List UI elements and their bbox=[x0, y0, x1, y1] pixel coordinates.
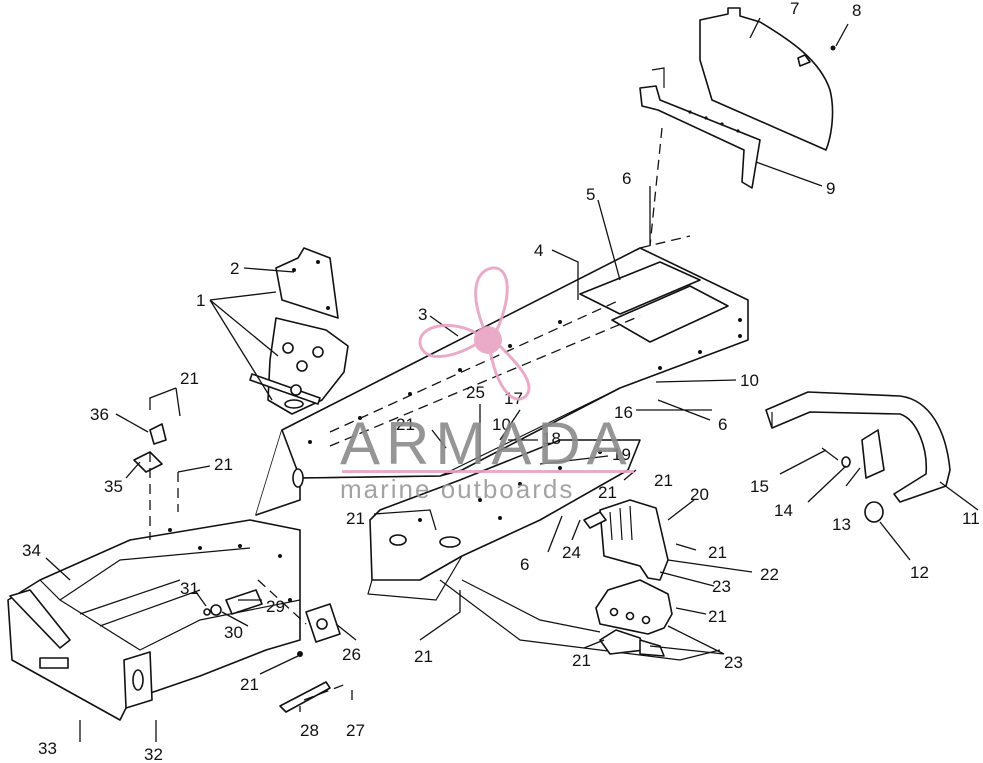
callout-21: 21 bbox=[214, 455, 233, 474]
callout-27: 27 bbox=[346, 721, 365, 740]
callout-6: 6 bbox=[718, 415, 727, 434]
callout-2: 2 bbox=[230, 259, 239, 278]
callout-6: 6 bbox=[520, 555, 529, 574]
callout-11: 11 bbox=[962, 509, 980, 528]
callout-3: 3 bbox=[418, 305, 427, 324]
part-side-panel bbox=[583, 499, 669, 581]
part-front-bracket bbox=[249, 247, 349, 415]
callout-21: 21 bbox=[346, 509, 365, 528]
part-bumper-hardware bbox=[821, 429, 885, 523]
callout-16: 16 bbox=[614, 403, 633, 422]
callout-10: 10 bbox=[740, 371, 759, 390]
callout-21: 21 bbox=[654, 471, 673, 490]
callout-21: 21 bbox=[598, 483, 617, 502]
callout-15: 15 bbox=[750, 477, 769, 496]
callout-23: 23 bbox=[724, 653, 743, 672]
watermark-tagline: marine outboards bbox=[340, 474, 574, 504]
part-front-bulkhead bbox=[7, 519, 301, 721]
callout-29: 29 bbox=[266, 597, 285, 616]
callout-12: 12 bbox=[910, 563, 929, 582]
callout-25: 25 bbox=[466, 383, 485, 402]
callout-23: 23 bbox=[712, 577, 731, 596]
callout-19: 19 bbox=[612, 445, 631, 464]
callout-26: 26 bbox=[342, 645, 361, 664]
watermark-underline bbox=[342, 470, 634, 473]
callout-14: 14 bbox=[774, 501, 793, 520]
callout-4: 4 bbox=[534, 241, 543, 260]
callout-13: 13 bbox=[832, 515, 851, 534]
callout-24: 24 bbox=[562, 543, 581, 562]
callout-7: 7 bbox=[790, 0, 799, 18]
watermark-brand: ARMADA bbox=[340, 410, 633, 477]
watermark: ARMADA marine outboards bbox=[340, 266, 634, 504]
part-small-hardware bbox=[133, 423, 341, 713]
part-center-frame bbox=[367, 439, 721, 661]
callout-35: 35 bbox=[104, 477, 123, 496]
callout-32: 32 bbox=[144, 745, 163, 763]
callout-21: 21 bbox=[708, 607, 727, 626]
callout-34: 34 bbox=[22, 541, 41, 560]
callout-21: 21 bbox=[180, 369, 199, 388]
part-rear-bracket bbox=[639, 67, 761, 189]
callout-10: 10 bbox=[492, 415, 511, 434]
callout-21: 21 bbox=[240, 675, 259, 694]
leader-lines bbox=[45, 17, 979, 742]
callout-21: 21 bbox=[414, 647, 433, 666]
propeller-icon bbox=[418, 266, 531, 401]
callout-31: 31 bbox=[180, 579, 199, 598]
part-flap bbox=[699, 7, 836, 151]
callout-1: 1 bbox=[196, 291, 205, 310]
callout-21: 21 bbox=[708, 543, 727, 562]
callout-5: 5 bbox=[586, 185, 595, 204]
callout-28: 28 bbox=[300, 721, 319, 740]
part-tunnel bbox=[255, 247, 749, 516]
callout-21: 21 bbox=[396, 415, 415, 434]
part-rear-bumper bbox=[765, 391, 951, 503]
callout-20: 20 bbox=[690, 485, 709, 504]
callout-21: 21 bbox=[572, 651, 591, 670]
callout-36: 36 bbox=[90, 405, 109, 424]
callout-18: 18 bbox=[542, 429, 561, 448]
callout-labels: 1 2 3 4 5 6 6 6 7 8 9 10 10 11 12 13 14 … bbox=[22, 0, 980, 763]
callout-33: 33 bbox=[38, 739, 57, 758]
callout-6: 6 bbox=[622, 169, 631, 188]
part-lower-bracket bbox=[595, 579, 673, 657]
callout-9: 9 bbox=[826, 179, 835, 198]
callout-30: 30 bbox=[224, 623, 243, 642]
callout-8: 8 bbox=[852, 1, 861, 20]
callout-22: 22 bbox=[760, 565, 779, 584]
